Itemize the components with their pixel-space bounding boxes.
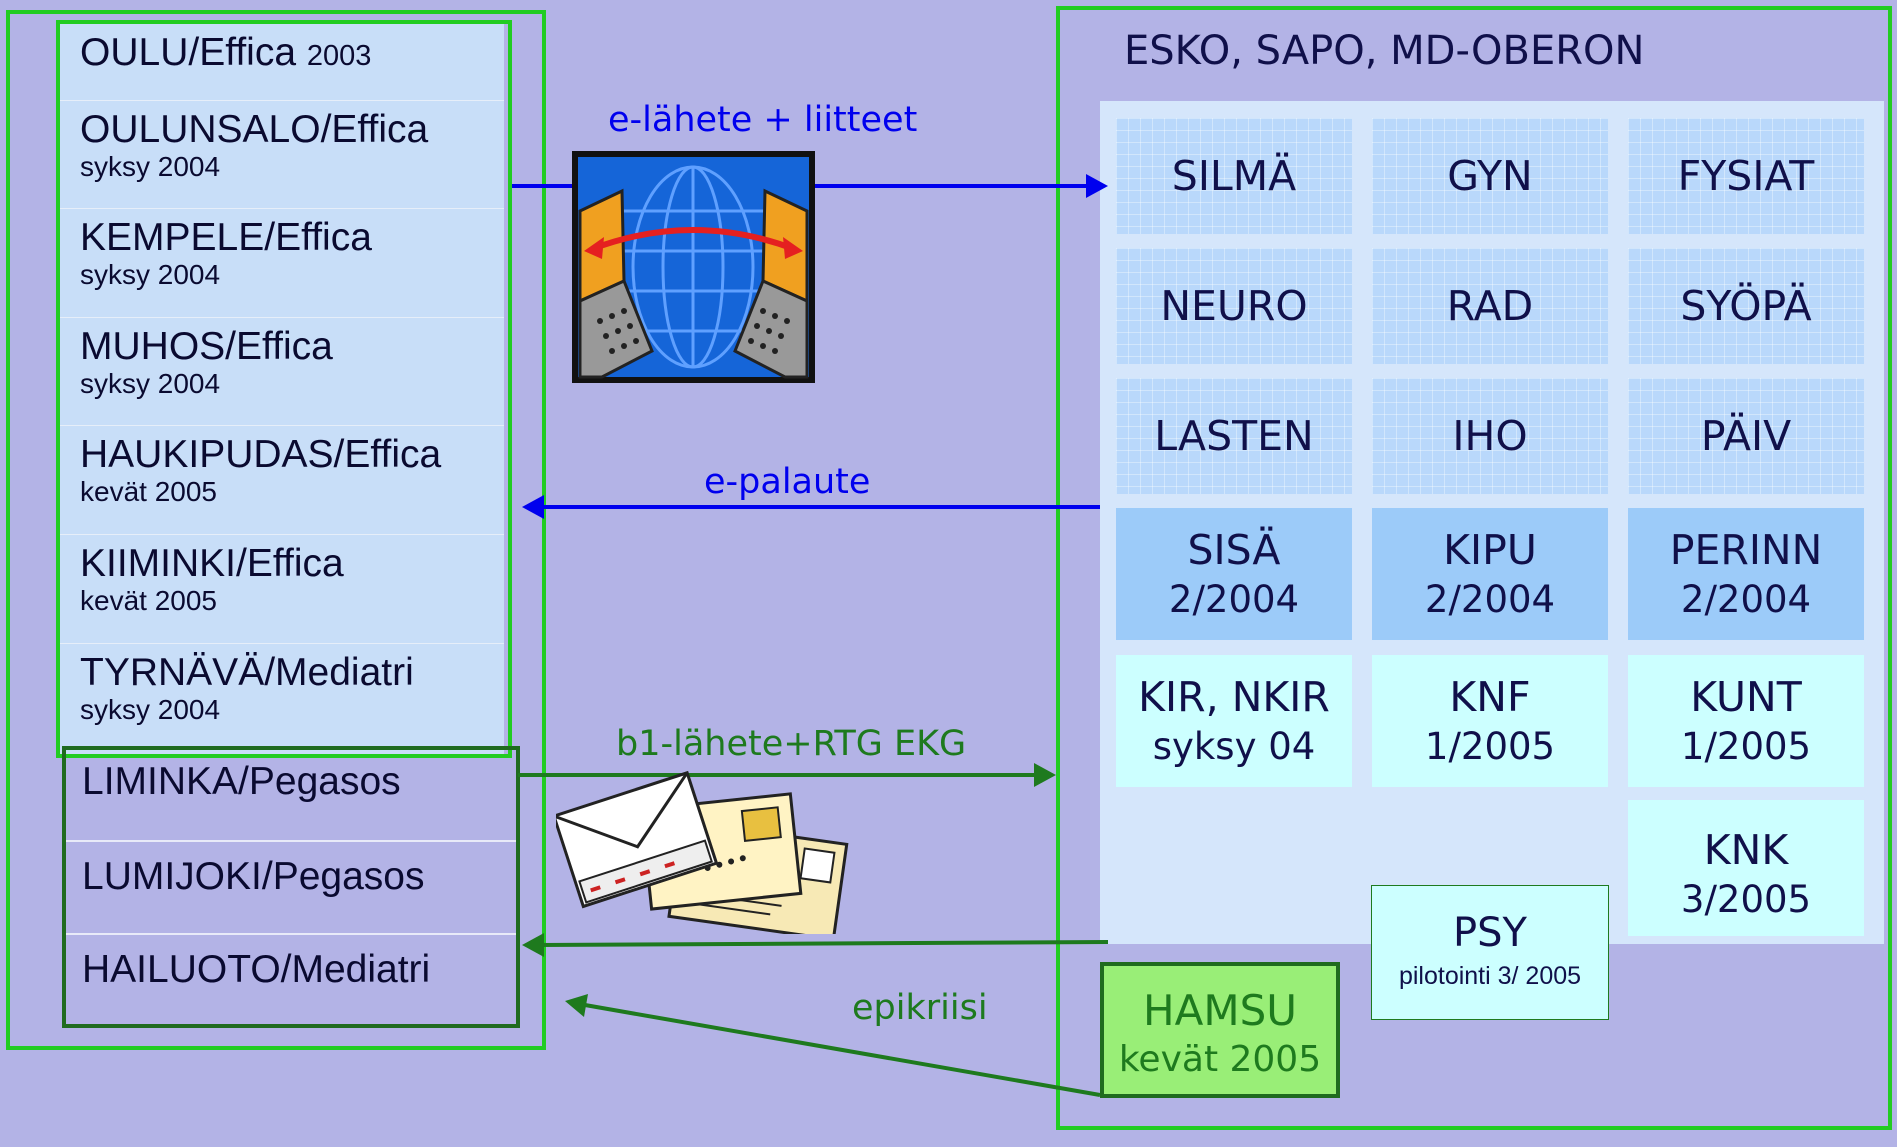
tile-knf: KNF 1/2005 xyxy=(1372,655,1608,787)
tile-fysiat: FYSIAT xyxy=(1628,118,1864,234)
pegasos-item-liminka: LIMINKA/Pegasos xyxy=(82,760,401,803)
network-computers-icon xyxy=(572,151,815,383)
tile-gyn: GYN xyxy=(1372,118,1608,234)
tile-date: pilotointi 3/ 2005 xyxy=(1398,962,1582,990)
municipality-tyrnava: TYRNÄVÄ/Mediatri syksy 2004 xyxy=(60,644,504,754)
b1-lahete-label: b1-lähete+RTG EKG xyxy=(616,724,967,764)
municipality-schedule: syksy 2004 xyxy=(80,368,221,399)
municipality-haukipudas: HAUKIPUDAS/Effica kevät 2005 xyxy=(60,426,504,535)
municipality-name: HAUKIPUDAS/Effica xyxy=(80,433,442,476)
municipality-name: OULUNSALO/Effica xyxy=(80,108,429,151)
hamsu-label: HAMSU xyxy=(1143,986,1297,1035)
municipality-name: OULU/Effica xyxy=(80,31,297,74)
tile-kunt: KUNT 1/2005 xyxy=(1628,655,1864,787)
tile-kir-nkir: KIR, NKIR syksy 04 xyxy=(1116,655,1352,787)
municipality-name: MUHOS/Effica xyxy=(80,325,333,368)
municipality-oulu: OULU/Effica 2003 xyxy=(60,24,504,101)
tile-psy: PSY pilotointi 3/ 2005 xyxy=(1371,885,1609,1020)
epikriisi-label: epikriisi xyxy=(852,988,988,1028)
tile-sisa: SISÄ 2/2004 xyxy=(1116,508,1352,640)
tile-label: NEURO xyxy=(1160,282,1308,330)
mail-envelopes-icon xyxy=(556,770,849,934)
hamsu-date: kevät 2005 xyxy=(1118,1039,1322,1080)
systems-title: ESKO, SAPO, MD-OBERON xyxy=(1124,28,1645,74)
tile-knk: KNK 3/2005 xyxy=(1628,800,1864,936)
municipality-name: KIIMINKI/Effica xyxy=(80,542,344,585)
tile-kipu: KIPU 2/2004 xyxy=(1372,508,1608,640)
right-panel-frame xyxy=(1056,6,1892,1130)
tile-label: KIR, NKIR xyxy=(1138,673,1330,721)
tile-label: FYSIAT xyxy=(1677,152,1815,200)
tile-date: 2/2004 xyxy=(1168,578,1300,621)
tile-date: 3/2005 xyxy=(1680,878,1812,921)
tile-neuro: NEURO xyxy=(1116,248,1352,364)
tile-label: SISÄ xyxy=(1187,526,1281,574)
tile-label: RAD xyxy=(1446,282,1534,330)
municipality-schedule: syksy 2004 xyxy=(80,259,221,290)
pegasos-item-hailuoto: HAILUOTO/Mediatri xyxy=(82,948,431,991)
municipality-schedule: kevät 2005 xyxy=(80,476,217,507)
tile-date: 1/2005 xyxy=(1424,725,1556,768)
tile-syopa: SYÖPÄ xyxy=(1628,248,1864,364)
pegasos-item-lumijoki: LUMIJOKI/Pegasos xyxy=(82,855,425,898)
municipality-muhos: MUHOS/Effica syksy 2004 xyxy=(60,318,504,426)
hamsu-box: HAMSU kevät 2005 xyxy=(1100,962,1340,1098)
tile-label: IHO xyxy=(1452,412,1528,460)
effica-group-frame xyxy=(56,20,512,758)
e-lahete-label: e-lähete + liitteet xyxy=(608,100,918,140)
tile-label: PÄIV xyxy=(1700,412,1792,460)
tile-rad: RAD xyxy=(1372,248,1608,364)
tile-date: syksy 04 xyxy=(1152,725,1316,768)
tile-label: PSY xyxy=(1453,910,1527,956)
tile-label: KNF xyxy=(1449,673,1531,721)
tile-date: 2/2004 xyxy=(1680,578,1812,621)
b1-lahete-arrowhead xyxy=(1034,763,1056,787)
tile-label: KIPU xyxy=(1443,526,1537,574)
pegasos-group-frame xyxy=(62,746,520,1028)
epikriisi-arrow xyxy=(584,1003,1101,1097)
return-green-arrow xyxy=(539,940,1109,947)
pegasos-divider xyxy=(64,840,518,842)
e-palaute-label: e-palaute xyxy=(704,462,871,502)
municipality-schedule: syksy 2004 xyxy=(80,151,221,182)
tile-label: SILMÄ xyxy=(1171,152,1297,200)
e-lahete-arrowhead xyxy=(1086,174,1108,198)
municipality-year: 2003 xyxy=(306,40,372,72)
tile-date: 2/2004 xyxy=(1424,578,1556,621)
tile-label: GYN xyxy=(1447,152,1533,200)
tile-label: SYÖPÄ xyxy=(1680,282,1812,330)
tile-date: 1/2005 xyxy=(1680,725,1812,768)
left-panel-frame xyxy=(6,10,546,1050)
municipality-kempele: KEMPELE/Effica syksy 2004 xyxy=(60,209,504,318)
return-green-arrowhead xyxy=(522,933,544,957)
tile-label: KUNT xyxy=(1690,673,1802,721)
municipality-name: TYRNÄVÄ/Mediatri xyxy=(80,651,414,694)
tile-label: LASTEN xyxy=(1154,412,1314,460)
tile-perinn: PERINN 2/2004 xyxy=(1628,508,1864,640)
tile-iho: IHO xyxy=(1372,378,1608,494)
municipality-kiiminki: KIIMINKI/Effica kevät 2005 xyxy=(60,535,504,644)
municipality-schedule: syksy 2004 xyxy=(80,694,221,725)
e-palaute-arrowhead xyxy=(522,495,544,519)
tile-lasten: LASTEN xyxy=(1116,378,1352,494)
tile-silma: SILMÄ xyxy=(1116,118,1352,234)
epikriisi-arrowhead xyxy=(565,994,588,1017)
municipality-oulunsalo: OULUNSALO/Effica syksy 2004 xyxy=(60,101,504,209)
tile-label: PERINN xyxy=(1669,526,1823,574)
municipality-name: KEMPELE/Effica xyxy=(80,216,372,259)
pegasos-divider xyxy=(64,933,518,935)
tile-label: KNK xyxy=(1703,826,1789,874)
tile-paiv: PÄIV xyxy=(1628,378,1864,494)
municipality-schedule: kevät 2005 xyxy=(80,585,217,616)
